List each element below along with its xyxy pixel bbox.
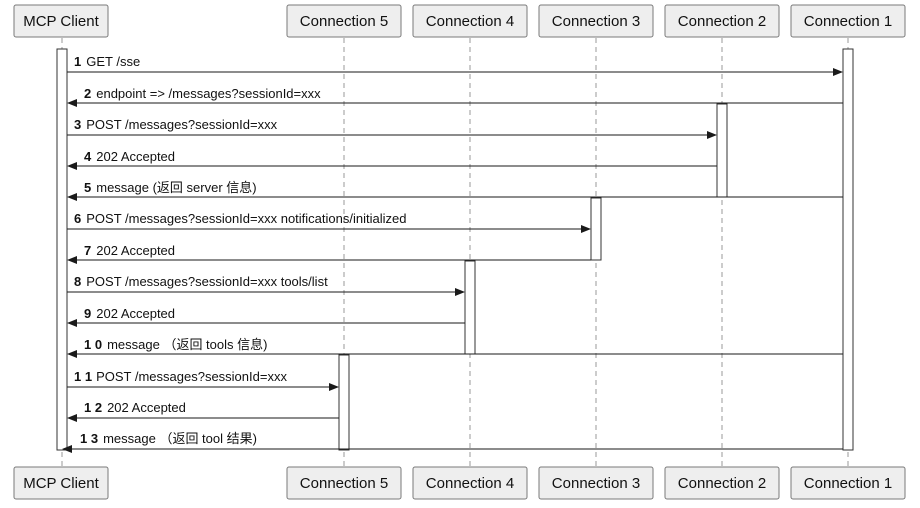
arrowhead-left-icon (67, 350, 77, 358)
arrowhead-left-icon (67, 162, 77, 170)
participant-label: Connection 5 (300, 475, 388, 492)
participant-label: Connection 2 (678, 13, 766, 30)
participant-connection-5: Connection 5 (286, 4, 402, 38)
arrowhead-right-icon (581, 225, 591, 233)
arrowhead-left-icon (67, 414, 77, 422)
arrowhead-left-icon (67, 193, 77, 201)
participant-connection-4-footer: Connection 4 (412, 466, 528, 500)
arrowhead-left-icon (62, 445, 72, 453)
participant-label: Connection 4 (426, 13, 514, 30)
participant-connection-3: Connection 3 (538, 4, 654, 38)
participant-mcp-client-footer: MCP Client (13, 466, 109, 500)
participant-connection-1-footer: Connection 1 (790, 466, 906, 500)
arrowhead-right-icon (707, 131, 717, 139)
participant-label: Connection 3 (552, 475, 640, 492)
participant-mcp-client: MCP Client (13, 4, 109, 38)
arrowhead-right-icon (833, 68, 843, 76)
activation-connection-2 (716, 103, 728, 198)
participant-label: Connection 4 (426, 475, 514, 492)
participant-label: MCP Client (23, 13, 99, 30)
participant-label: MCP Client (23, 475, 99, 492)
participant-label: Connection 2 (678, 475, 766, 492)
activation-mcp-client (56, 48, 68, 451)
participant-connection-4: Connection 4 (412, 4, 528, 38)
activation-connection-1 (842, 48, 854, 451)
arrowhead-left-icon (67, 256, 77, 264)
activation-connection-5 (338, 354, 350, 451)
participant-label: Connection 5 (300, 13, 388, 30)
participant-connection-5-footer: Connection 5 (286, 466, 402, 500)
participant-connection-3-footer: Connection 3 (538, 466, 654, 500)
participant-label: Connection 1 (804, 475, 892, 492)
participant-connection-2-footer: Connection 2 (664, 466, 780, 500)
activation-connection-4 (464, 260, 476, 355)
participants-bottom: MCP Client Connection 5 Connection 4 Con… (13, 466, 906, 500)
arrowhead-right-icon (455, 288, 465, 296)
participant-connection-2: Connection 2 (664, 4, 780, 38)
participant-connection-1: Connection 1 (790, 4, 906, 38)
activation-connection-3 (590, 197, 602, 261)
participant-label: Connection 3 (552, 13, 640, 30)
activation-bars (56, 48, 854, 451)
participant-label: Connection 1 (804, 13, 892, 30)
participants-top: MCP Client Connection 5 Connection 4 Con… (13, 4, 906, 38)
arrowhead-right-icon (329, 383, 339, 391)
arrowhead-left-icon (67, 99, 77, 107)
arrowhead-left-icon (67, 319, 77, 327)
